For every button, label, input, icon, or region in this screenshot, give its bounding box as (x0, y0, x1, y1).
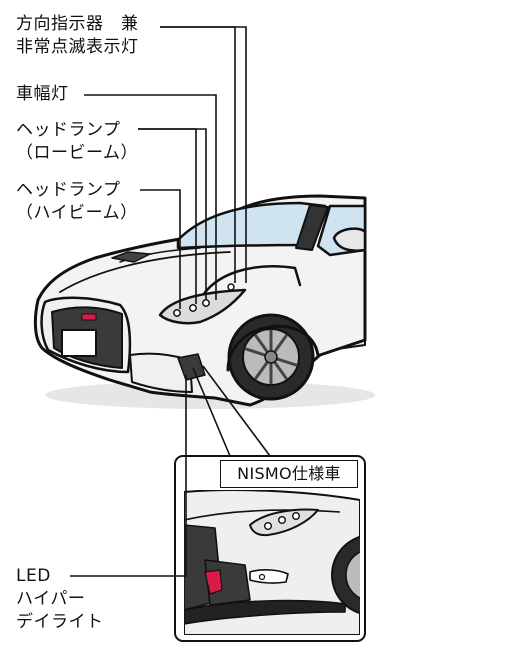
leader-lines (84, 26, 247, 309)
car-illustration (33, 194, 375, 409)
turn-signal-label-line1: 方向指示器 兼 (16, 14, 139, 34)
drl-label-line2: ハイパー (16, 589, 86, 609)
headlamp-high-label-line2: （ハイビーム） (16, 203, 138, 223)
emblem (81, 313, 97, 321)
side-marker-lamp (202, 299, 210, 307)
nismo-inset-title: NISMO仕様車 (220, 460, 358, 488)
side-mirror (332, 227, 367, 252)
led-drl (249, 569, 289, 584)
turn-signal-label-line2: 非常点滅表示灯 (16, 37, 139, 57)
drl-label-line3: デイライト (16, 612, 104, 632)
side-marker-label: 車幅灯 (16, 84, 69, 104)
turn-signal-lamp (227, 283, 235, 291)
nismo-inset (70, 365, 366, 642)
headlamp-low-beam (189, 304, 197, 312)
nismo-red-accent (204, 569, 223, 595)
headlamp-high-label-line1: ヘッドランプ (16, 180, 121, 200)
drl-label-line1: LED (16, 566, 51, 586)
license-plate (61, 329, 97, 357)
headlamp-high-beam (173, 309, 181, 317)
headlamp-low-label-line1: ヘッドランプ (16, 120, 121, 140)
headlamp-housing (158, 288, 247, 325)
headlamp-low-label-line2: （ロービーム） (16, 143, 138, 163)
